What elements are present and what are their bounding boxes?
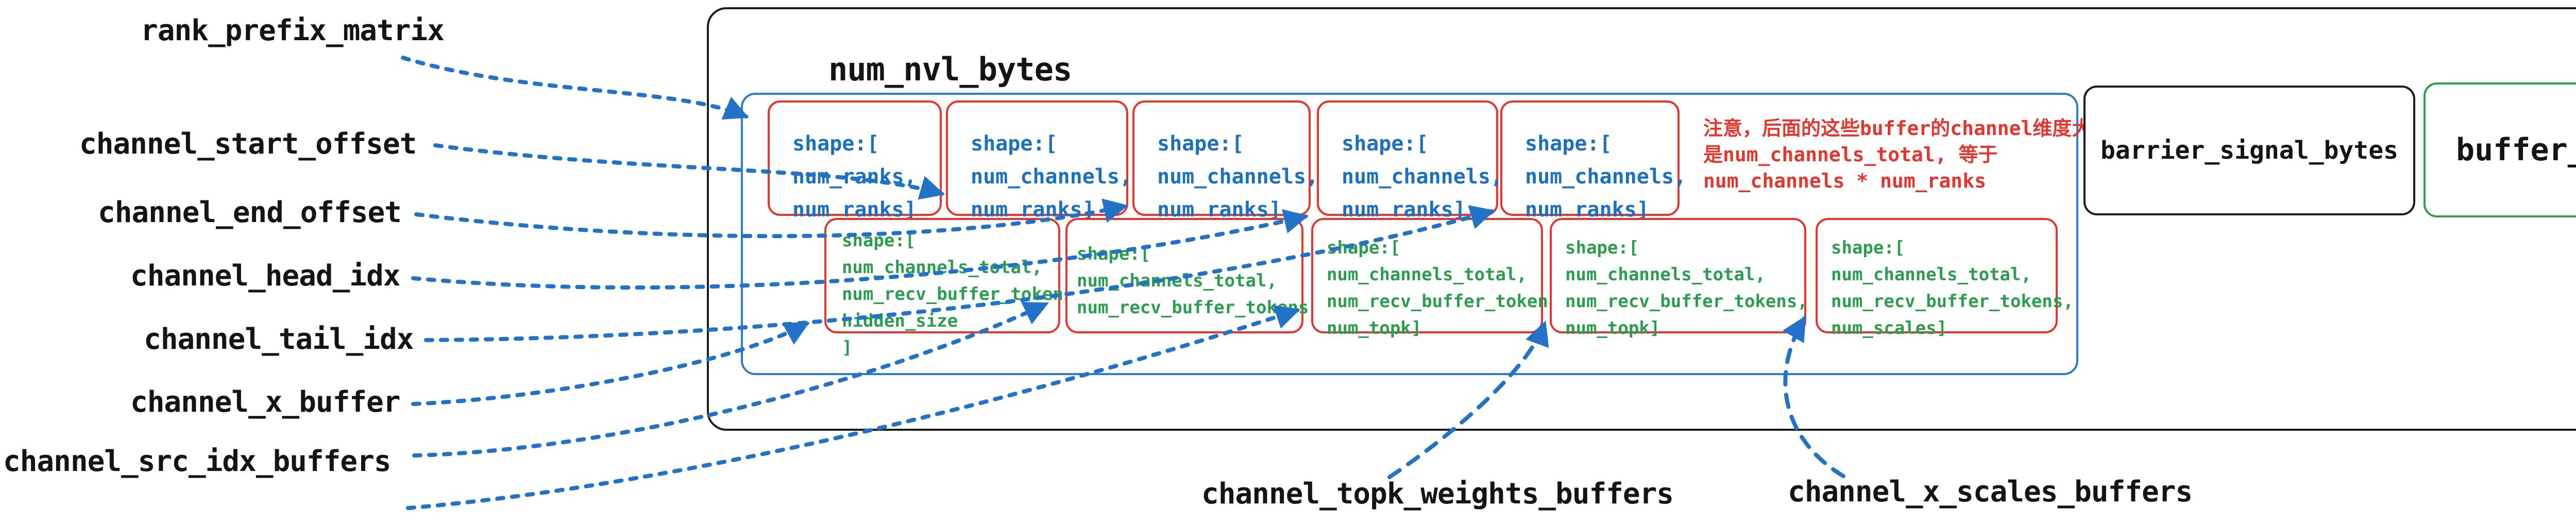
shape-box-channel-x-scales-buffers: shape:[ num_channels_total, num_recv_buf… — [1816, 218, 2074, 339]
shape-line: shape:[ — [971, 132, 1058, 156]
shape-line: hidden_size — [842, 311, 958, 331]
shape-box-channel-head-idx: shape:[ num_channels, num_ranks] — [1317, 100, 1503, 222]
shape-line: shape:[ — [1327, 238, 1401, 258]
shape-box-channel-topk-weights-buffers: shape:[ num_channels_total, num_recv_buf… — [1550, 218, 1808, 339]
barrier-signal-bytes-box: barrier_signal_bytes — [2083, 86, 2415, 215]
shape-box-channel-end-offset: shape:[ num_channels, num_ranks] — [1132, 100, 1319, 222]
shape-line: num_channels_total, — [1565, 264, 1766, 285]
shape-line: shape:[ — [1525, 132, 1612, 156]
buffer-ptr-bytes-box: buffer_ptr_bytes — [2424, 82, 2576, 217]
shape-line: num_channels, — [1525, 165, 1687, 189]
label-channel-head-idx: channel_head_idx — [130, 259, 400, 293]
shape-line: num_channels_total, — [1077, 271, 1277, 291]
channel-dimension-note: 注意，后面的这些buffer的channel维度大小 是num_channels… — [1703, 115, 2111, 194]
shape-line: shape:[ — [1565, 238, 1639, 258]
arrow-rank-prefix-matrix — [401, 56, 749, 120]
shape-line: num_recv_buffer_tokens, — [1327, 291, 1569, 312]
shape-line: num_recv_buffer_tokens, — [1831, 291, 2074, 312]
shape-line: num_ranks, — [792, 165, 917, 189]
shape-line: num_channels_total, — [842, 257, 1042, 278]
label-channel-topk-weights-buffers: channel_topk_weights_buffers — [1201, 477, 1674, 511]
note-line: num_channels * num_ranks — [1703, 170, 1987, 192]
note-line: 注意，后面的这些buffer的channel维度大小 — [1703, 117, 2111, 140]
label-channel-x-scales-buffers: channel_x_scales_buffers — [1788, 475, 2193, 509]
label-channel-src-idx-buffers: channel_src_idx_buffers — [3, 445, 391, 478]
shape-line: num_channels, — [1342, 165, 1503, 189]
shape-line: num_channels, — [1157, 165, 1319, 189]
shape-line: num_scales] — [1831, 318, 1947, 339]
shape-line: shape:[ — [1831, 238, 1905, 258]
shape-box-rank-prefix-matrix: shape:[ num_ranks, num_ranks] — [768, 100, 942, 222]
shape-line: shape:[ — [1342, 132, 1429, 156]
shape-line: num_ranks] — [1525, 198, 1649, 222]
barrier-signal-bytes-label: barrier_signal_bytes — [2100, 136, 2398, 165]
shape-line: ] — [842, 338, 853, 358]
shape-line: num_channels_total, — [1327, 264, 1527, 285]
diagram-title: num_nvl_bytes — [828, 50, 1072, 88]
label-rank-prefix-matrix: rank_prefix_matrix — [141, 14, 445, 47]
shape-box-channel-start-offset: shape:[ num_channels, num_ranks] — [946, 100, 1132, 222]
shape-line: shape:[ — [842, 230, 916, 251]
shape-line: num_recv_buffer_tokens] — [1077, 297, 1319, 318]
label-channel-tail-idx: channel_tail_idx — [144, 323, 414, 356]
shape-box-channel-x-buffer: shape:[ num_channels_total, num_recv_buf… — [824, 218, 1084, 358]
label-channel-start-offset: channel_start_offset — [79, 127, 417, 161]
shape-line: num_channels_total, — [1831, 264, 2031, 285]
shape-line: num_topk] — [1327, 318, 1422, 339]
shape-line: num_topk] — [1565, 318, 1660, 339]
buffer-ptr-bytes-label: buffer_ptr_bytes — [2456, 132, 2576, 168]
shape-line: shape:[ — [1077, 244, 1151, 264]
note-line: 是num_channels_total, 等于 — [1703, 143, 1998, 166]
shape-box-channel-src-idx-buffers: shape:[ num_channels_total, num_recv_buf… — [1065, 218, 1319, 333]
shape-box-topk-idx: shape:[ num_channels_total, num_recv_buf… — [1311, 218, 1569, 339]
shape-line: shape:[ — [792, 132, 879, 156]
shape-line: num_recv_buffer_tokens, — [842, 284, 1084, 305]
label-channel-x-buffer: channel_x_buffer — [130, 385, 400, 419]
shape-line: num_channels, — [971, 165, 1132, 189]
shape-box-channel-tail-idx: shape:[ num_channels, num_ranks] — [1500, 100, 1687, 222]
shape-line: shape:[ — [1157, 132, 1244, 156]
shape-line: num_recv_buffer_tokens, — [1565, 291, 1808, 312]
label-channel-end-offset: channel_end_offset — [98, 196, 402, 229]
